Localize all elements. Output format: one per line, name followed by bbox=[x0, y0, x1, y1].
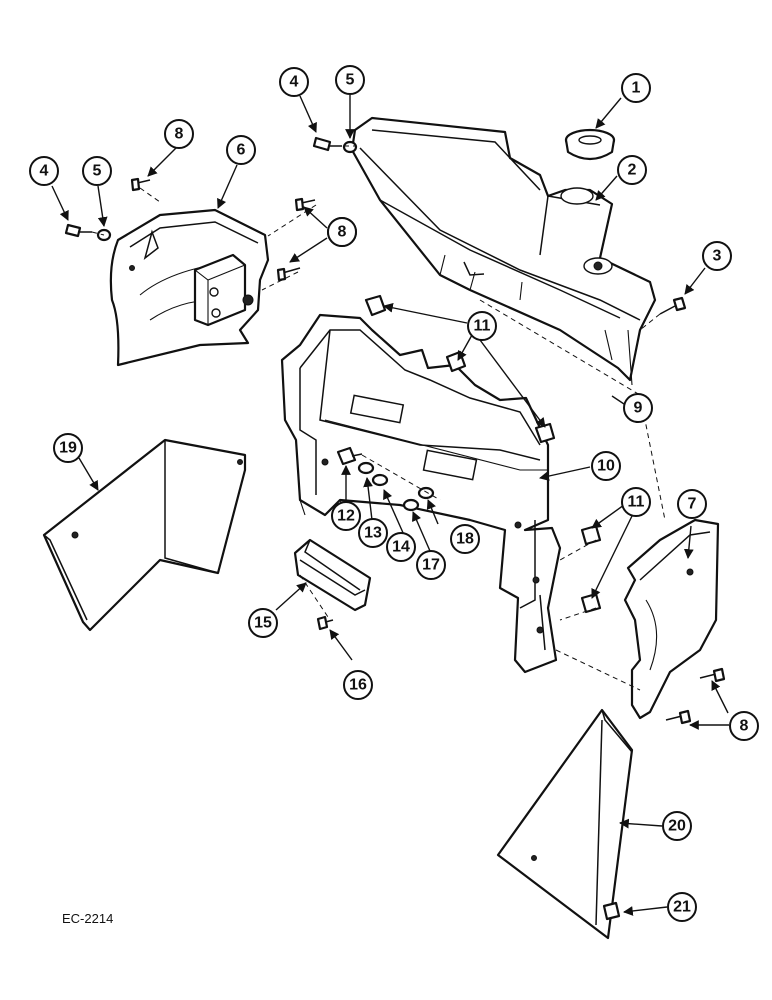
upper-console-part bbox=[350, 116, 657, 386]
bolt-4-left bbox=[64, 223, 92, 238]
callout-8-top-left: 8 bbox=[164, 119, 194, 149]
washer-5-top bbox=[342, 140, 358, 154]
left-side-panel-part bbox=[109, 208, 270, 367]
callout-16: 16 bbox=[343, 670, 373, 700]
bolt-4-top bbox=[312, 136, 342, 152]
svg-text:5: 5 bbox=[346, 72, 355, 89]
callout-12: 12 bbox=[331, 501, 361, 531]
svg-text:7: 7 bbox=[688, 496, 697, 513]
callout-11-top: 11 bbox=[467, 311, 497, 341]
svg-text:18: 18 bbox=[456, 531, 474, 548]
svg-text:16: 16 bbox=[349, 677, 367, 694]
small-hardware-parts bbox=[336, 446, 435, 512]
callout-7: 7 bbox=[677, 489, 707, 519]
svg-text:4: 4 bbox=[290, 74, 299, 91]
svg-text:15: 15 bbox=[254, 615, 272, 632]
svg-text:19: 19 bbox=[59, 440, 77, 457]
callout-19: 19 bbox=[53, 433, 83, 463]
callout-13: 13 bbox=[358, 518, 388, 548]
svg-text:9: 9 bbox=[634, 400, 643, 417]
svg-text:11: 11 bbox=[628, 494, 645, 511]
svg-text:12: 12 bbox=[337, 508, 355, 525]
callout-11-right: 11 bbox=[621, 487, 651, 517]
fastener-parts bbox=[64, 136, 726, 921]
lower-right-panel-part bbox=[496, 708, 634, 940]
svg-text:8: 8 bbox=[175, 126, 184, 143]
callout-8-right-a: 8 bbox=[729, 711, 759, 741]
svg-text:10: 10 bbox=[597, 458, 615, 475]
callout-8-left-lower: 8 bbox=[327, 217, 357, 247]
left-lower-panel-part bbox=[42, 438, 247, 632]
callout-5-left: 5 bbox=[82, 156, 112, 186]
svg-text:3: 3 bbox=[713, 248, 722, 265]
callout-18: 18 bbox=[450, 524, 480, 554]
callout-6: 6 bbox=[226, 135, 256, 165]
callout-4-left: 4 bbox=[29, 156, 59, 186]
svg-text:4: 4 bbox=[40, 163, 49, 180]
svg-text:20: 20 bbox=[668, 818, 686, 835]
callout-3: 3 bbox=[702, 241, 732, 271]
callout-4-top: 4 bbox=[279, 67, 309, 97]
svg-text:6: 6 bbox=[237, 142, 246, 159]
callout-2: 2 bbox=[617, 155, 647, 185]
callout-9: 9 bbox=[623, 393, 653, 423]
callout-5-top: 5 bbox=[335, 65, 365, 95]
svg-text:21: 21 bbox=[673, 899, 691, 916]
svg-text:8: 8 bbox=[740, 718, 749, 735]
svg-text:17: 17 bbox=[422, 557, 440, 574]
right-side-panel-part bbox=[623, 518, 720, 720]
callout-14: 14 bbox=[386, 532, 416, 562]
callout-17: 17 bbox=[416, 550, 446, 580]
svg-text:14: 14 bbox=[392, 539, 410, 556]
switch-part bbox=[293, 538, 372, 612]
callout-leaders bbox=[51, 95, 729, 916]
callout-15: 15 bbox=[248, 608, 278, 638]
svg-text:1: 1 bbox=[632, 80, 641, 97]
svg-text:5: 5 bbox=[93, 163, 102, 180]
drawing-code: EC-2214 bbox=[62, 911, 113, 926]
svg-text:13: 13 bbox=[364, 525, 382, 542]
svg-text:8: 8 bbox=[338, 224, 347, 241]
svg-text:2: 2 bbox=[628, 162, 637, 179]
svg-text:11: 11 bbox=[474, 318, 491, 335]
callout-20: 20 bbox=[662, 811, 692, 841]
callout-1: 1 bbox=[621, 73, 651, 103]
callout-10: 10 bbox=[591, 451, 621, 481]
callout-21: 21 bbox=[667, 892, 697, 922]
grommet-part bbox=[564, 128, 616, 161]
